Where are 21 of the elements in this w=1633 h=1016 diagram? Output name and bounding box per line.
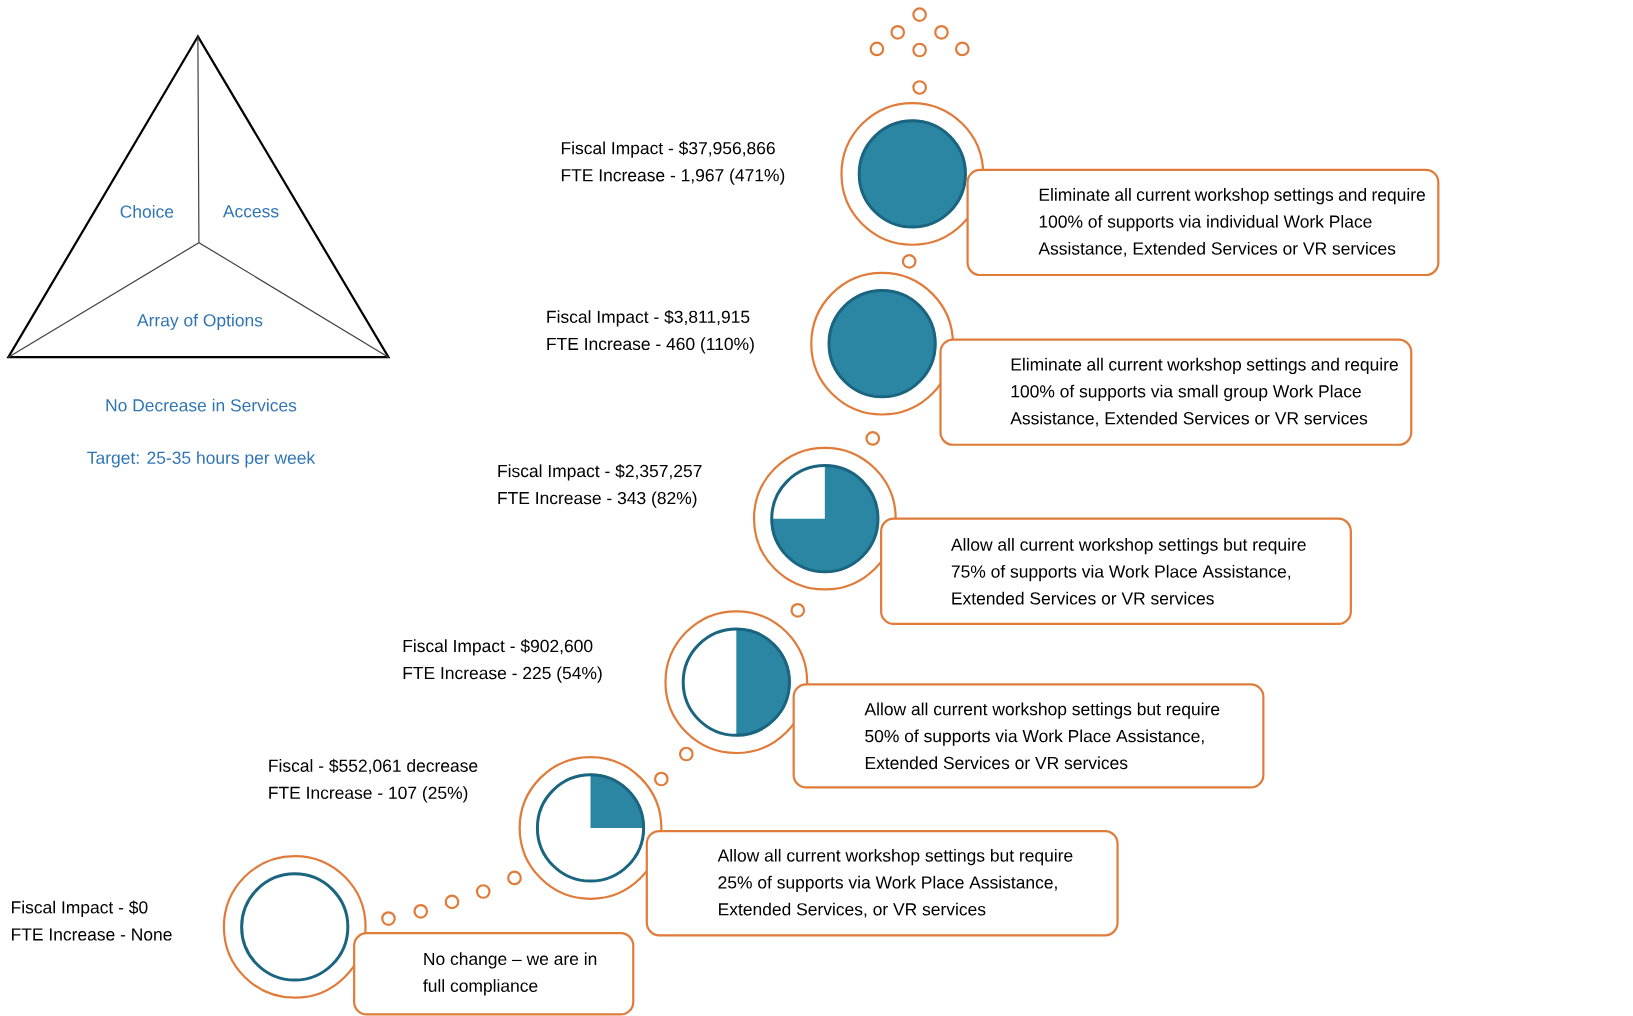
impact-text: FTE Increase - 460 (110%) bbox=[547, 337, 754, 354]
impact-text: Fiscal - $552,061 decrease bbox=[269, 758, 478, 774]
impact-text: FTE Increase - 107 (25%) bbox=[269, 786, 468, 803]
impact-text: FTE Increase - 1,967 (471%) bbox=[561, 168, 785, 185]
pie-circle bbox=[664, 610, 809, 755]
impact-text: Fiscal Impact - $37,956,866 bbox=[561, 141, 775, 158]
impact-text: Fiscal Impact - $2,357,257 bbox=[498, 464, 702, 481]
description-box: No change – we are in full compliance bbox=[353, 932, 635, 1016]
pie-circle bbox=[222, 855, 367, 999]
pie-circle bbox=[840, 102, 985, 246]
pie-circle bbox=[518, 756, 663, 900]
note-text: No Decrease in Services bbox=[106, 398, 297, 412]
pie-circle bbox=[752, 446, 897, 591]
impact-text: Fiscal Impact - $902,600 bbox=[403, 639, 593, 656]
impact-text: Fiscal Impact - $0 bbox=[12, 900, 148, 917]
note-text: Target: 25-35 hours per week bbox=[87, 451, 316, 468]
impact-text: FTE Increase - None bbox=[12, 928, 172, 941]
impact-text: FTE Increase - 343 (82%) bbox=[498, 491, 697, 508]
impact-text: FTE Increase - 225 (54%) bbox=[403, 666, 602, 683]
impact-text: Fiscal Impact - $3,811,915 bbox=[547, 309, 750, 327]
pie-circle bbox=[810, 271, 955, 416]
